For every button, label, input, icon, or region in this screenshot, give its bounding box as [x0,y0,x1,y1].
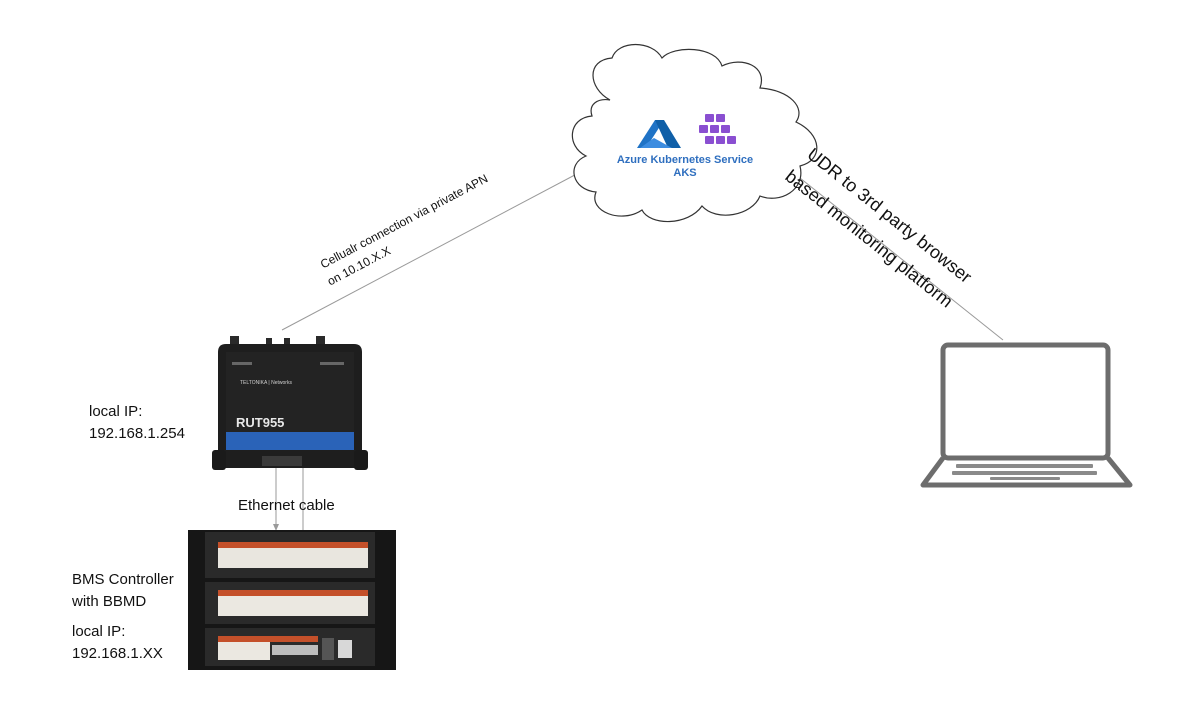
router-model: RUT955 [236,415,284,430]
cloud-title-line1: Azure Kubernetes Service [617,154,753,166]
router-brand: TELTONIKA | Networks [240,380,292,386]
azure-logo-icon [637,120,681,148]
controller-ip-label: local IP: [72,623,126,640]
ethernet-label: Ethernet cable [238,497,335,514]
kubernetes-cubes-icon [699,114,736,144]
cloud-shape [571,44,818,223]
laptop-icon [920,342,1133,488]
router-ip-value: 192.168.1.254 [89,425,185,442]
cloud-title-line2: AKS [673,167,696,179]
udr-link-line [799,177,1004,341]
controller-name-line1: BMS Controller [72,571,174,588]
cellular-link-line [281,167,589,331]
router-device [212,336,368,470]
controller-ip-value: 192.168.1.XX [72,645,163,662]
controller-name-line2: with BBMD [72,593,147,610]
bms-controller-panel [188,530,396,670]
ethernet-arrow-down [273,524,279,531]
router-ip-label: local IP: [89,403,143,420]
